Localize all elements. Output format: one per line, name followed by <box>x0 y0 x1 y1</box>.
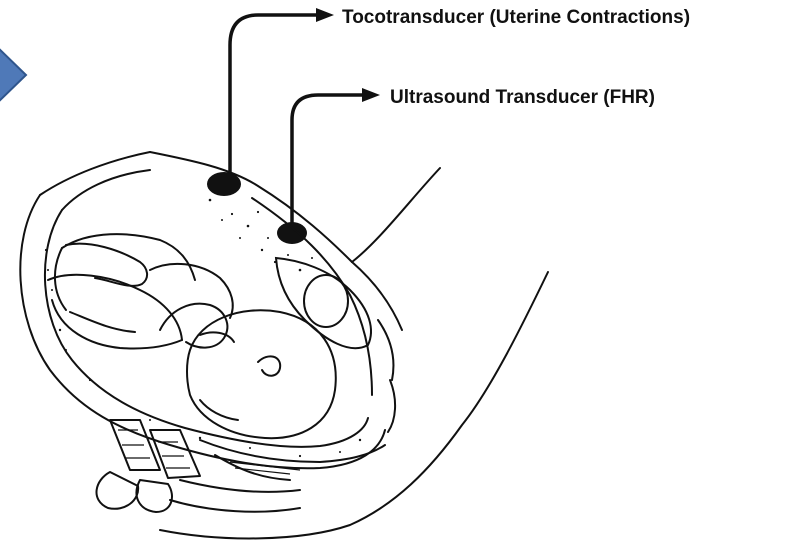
fetus-figure <box>48 234 336 438</box>
ultrasound-label: Ultrasound Transducer (FHR) <box>390 87 655 108</box>
chevron-right-icon[interactable] <box>0 40 26 110</box>
toco-label: Tocotransducer (Uterine Contractions) <box>342 7 690 28</box>
ultrasound-leader-arrow <box>292 95 364 228</box>
ultrasound-transducer-pad <box>277 222 307 244</box>
bladder-organ <box>276 258 371 348</box>
toco-arrowhead <box>316 8 334 22</box>
uterus-outline <box>20 170 385 468</box>
maternal-body-outline <box>40 152 548 538</box>
ultrasound-arrowhead <box>362 88 380 102</box>
